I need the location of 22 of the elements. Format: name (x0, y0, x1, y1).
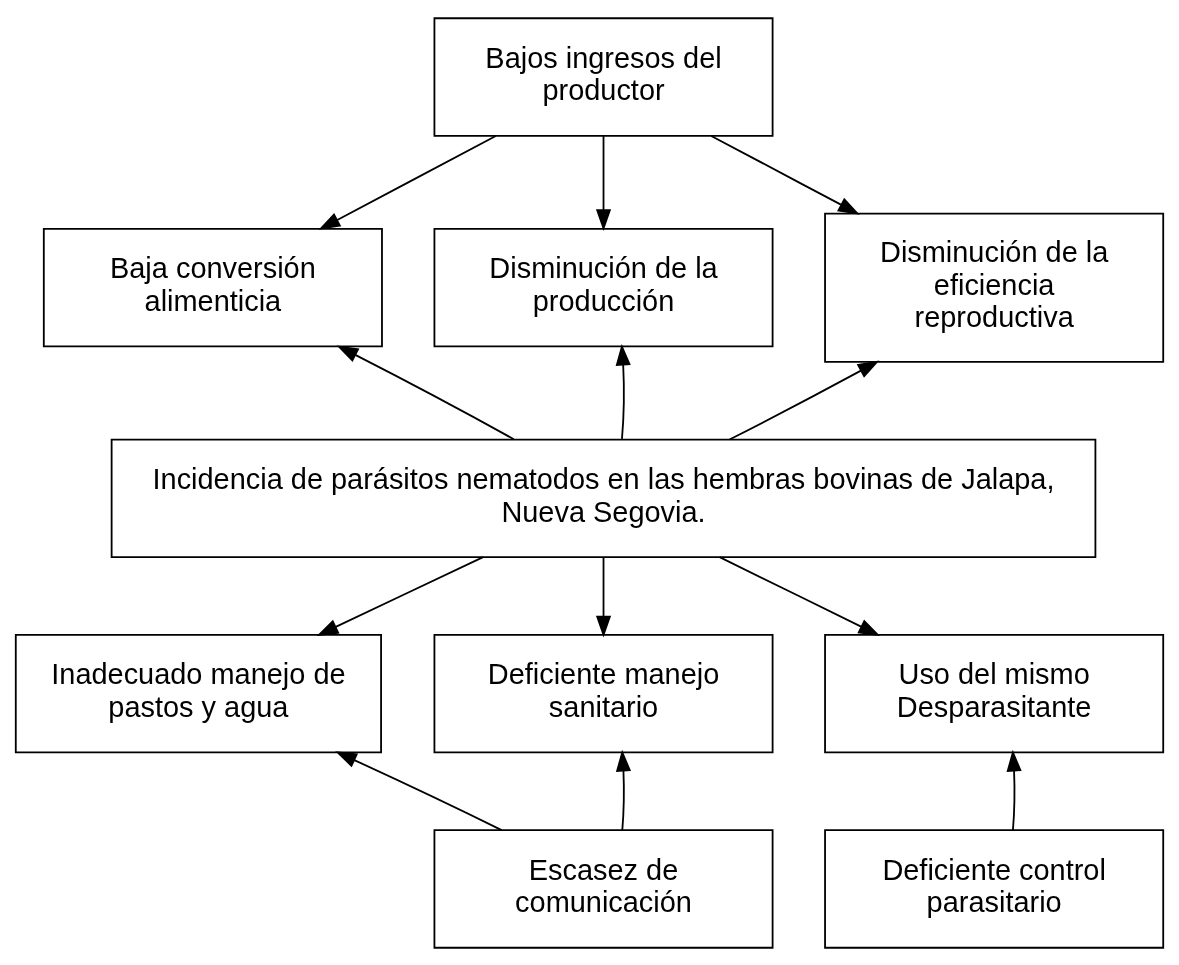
arrow (710, 134, 860, 215)
arrow (718, 555, 881, 636)
node-box: Baja conversión alimenticia (42, 227, 383, 347)
arrow (316, 555, 484, 636)
node-box: Uso del mismo Desparasitante (824, 633, 1165, 753)
arrow (335, 750, 503, 831)
node-box: Incidencia de parásitos nematodos en las hembras bovinas de Jalapa, Nueva Segovia. (110, 438, 1097, 558)
arrow (336, 344, 515, 440)
arrow (318, 134, 497, 230)
node-box: Deficiente manejo sanitario (433, 633, 774, 753)
arrow (595, 555, 612, 637)
arrow (615, 343, 631, 440)
arrow (728, 360, 880, 440)
arrow (595, 134, 612, 231)
node-box: Escasez de comunicación (433, 828, 774, 949)
node-box: Deficiente control parasitario (824, 828, 1165, 949)
arrow (615, 749, 632, 831)
node-box: Disminución de la eficiencia reproductiva (824, 212, 1165, 363)
node-box: Bajos ingresos del productor (433, 16, 774, 137)
arrow (1006, 749, 1022, 831)
node-box: Inadecuado manejo de pastos y agua (14, 633, 382, 753)
node-box: Disminución de la producción (433, 227, 774, 347)
